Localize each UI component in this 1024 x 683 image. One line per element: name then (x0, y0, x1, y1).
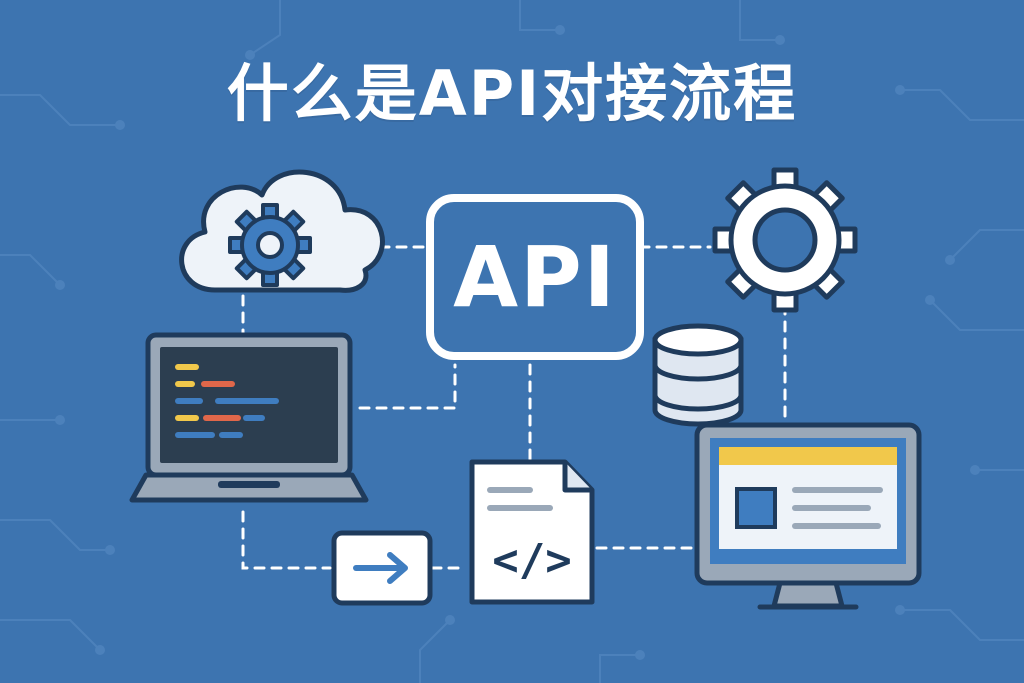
laptop-code-icon (129, 332, 369, 503)
code-symbol-text: </> (492, 535, 571, 586)
code-document-icon: </> (469, 459, 595, 605)
desktop-monitor-icon (694, 422, 922, 610)
connector-laptop-arrow (241, 510, 332, 570)
cloud-gear-icon (179, 169, 385, 293)
gear-icon (712, 167, 858, 313)
dashed-connectors (241, 245, 787, 570)
connector-laptop-api (358, 363, 457, 410)
api-box: API (426, 194, 644, 360)
api-label: API (453, 228, 617, 326)
page-title: 什么是API对接流程 (226, 57, 798, 130)
arrow-card-icon (331, 530, 433, 606)
database-icon (652, 323, 744, 427)
